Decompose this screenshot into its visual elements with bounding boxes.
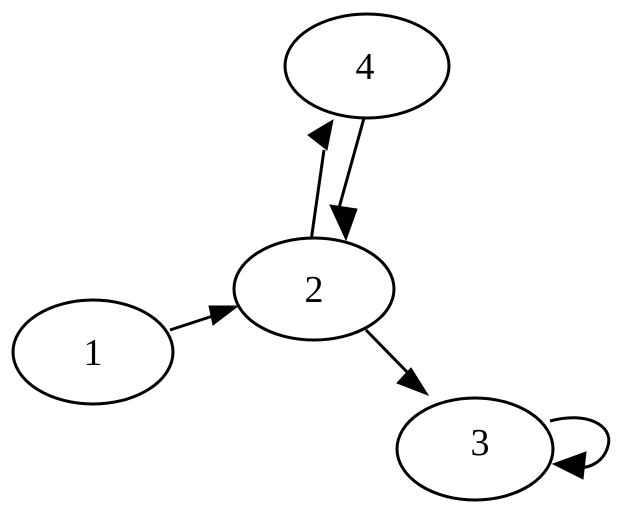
edge-1-to-2-arrowhead bbox=[208, 305, 240, 326]
edge-3-self-loop-arrowhead bbox=[551, 451, 587, 480]
node-2-label: 2 bbox=[305, 269, 324, 311]
node-3-ellipse bbox=[395, 396, 555, 502]
edge-3-self-loop-curve bbox=[549, 416, 611, 470]
edge-4-to-2[interactable] bbox=[329, 117, 366, 242]
node-2[interactable]: 2 bbox=[232, 236, 396, 342]
node-1[interactable]: 1 bbox=[11, 298, 175, 406]
node-2-ellipse bbox=[232, 236, 396, 342]
node-3[interactable]: 3 bbox=[395, 396, 555, 502]
edge-2-to-3[interactable] bbox=[364, 328, 430, 397]
node-1-ellipse bbox=[11, 298, 175, 406]
node-3-label: 3 bbox=[471, 422, 490, 464]
node-4[interactable]: 4 bbox=[283, 12, 451, 120]
edge-2-to-4[interactable] bbox=[307, 118, 334, 242]
edge-2-to-3-arrowhead bbox=[396, 367, 430, 397]
node-layer: 1 2 3 4 bbox=[11, 12, 555, 502]
node-1-label: 1 bbox=[84, 332, 103, 374]
node-4-ellipse bbox=[283, 12, 451, 120]
edge-2-to-3-line bbox=[364, 328, 412, 377]
edge-1-to-2[interactable] bbox=[169, 305, 240, 332]
edge-2-to-4-line bbox=[309, 149, 326, 242]
edge-layer bbox=[169, 117, 611, 480]
edge-3-self-loop[interactable] bbox=[549, 416, 611, 480]
edge-4-to-2-arrowhead bbox=[329, 204, 358, 242]
edge-4-to-2-line bbox=[337, 117, 366, 209]
edge-2-to-4-arrowhead bbox=[307, 118, 334, 151]
node-4-label: 4 bbox=[356, 46, 375, 88]
